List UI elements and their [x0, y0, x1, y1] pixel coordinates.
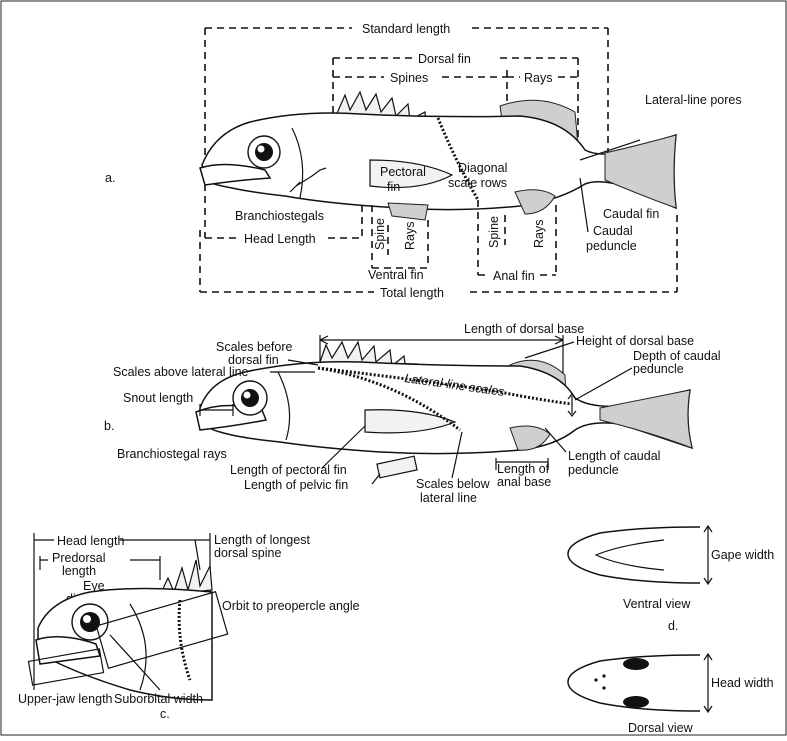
dorsal-view-right-eye: [623, 696, 649, 708]
spines-label: Spines: [390, 71, 428, 85]
caudal-peduncle-pointer: [580, 178, 588, 232]
length-pelvic-label: Length of pelvic fin: [244, 478, 348, 492]
total-length-label: Total length: [380, 286, 444, 300]
length-dorsal-base-label: Length of dorsal base: [464, 322, 584, 336]
standard-length-label: Standard length: [362, 22, 450, 36]
c-head-length-label: Head length: [57, 534, 124, 548]
longest-spine-label-1: Length of longest: [214, 533, 310, 547]
gape-width-label: Gape width: [711, 548, 774, 562]
ventral-view-label: Ventral view: [623, 597, 691, 611]
panel-a-letter: a.: [105, 171, 115, 185]
head-width-label: Head width: [711, 676, 774, 690]
fish-c-eye-highlight: [83, 615, 91, 623]
panel-c: Head length Predorsal length Eye diamete…: [18, 533, 360, 721]
diagonal-label-1: Diagonal: [458, 161, 507, 175]
length-caudal-label-2: peduncle: [568, 463, 619, 477]
pelvic-fin-outline: [377, 456, 417, 478]
ventral-view-head: [568, 527, 700, 583]
caudal-fin-label: Caudal fin: [603, 207, 659, 221]
dorsal-view-left-eye: [623, 658, 649, 670]
longest-spine-label-2: dorsal spine: [214, 546, 281, 560]
dorsal-fin-label: Dorsal fin: [418, 52, 471, 66]
lateral-line-pores-label: Lateral-line pores: [645, 93, 742, 107]
fish-a-pupil: [255, 143, 273, 161]
dorsal-view-nostril: [602, 674, 605, 677]
panel-c-letter: c.: [160, 707, 170, 721]
length-pectoral-label: Length of pectoral fin: [230, 463, 347, 477]
fish-c-drawing: [28, 560, 227, 700]
depth-caudal-label-1: Depth of caudal: [633, 349, 721, 363]
dorsal-view-label: Dorsal view: [628, 721, 694, 735]
panel-a: Standard length Dorsal fin Spines Rays: [105, 22, 742, 300]
branchiostegals-label: Branchiostegals: [235, 209, 324, 223]
ventral-rays-label: Rays: [403, 222, 417, 250]
pectoral-fin-label-1: Pectoral: [380, 165, 426, 179]
fish-a-caudal-fin: [605, 135, 676, 208]
fish-a-drawing: [200, 92, 676, 220]
dorsal-view-nostril: [594, 678, 597, 681]
head-length-label: Head Length: [244, 232, 316, 246]
pectoral-fin-label-2: fin: [387, 180, 400, 194]
panel-d: Gape width Ventral view d. Head width Do…: [568, 526, 774, 735]
caudal-peduncle-label-1: Caudal: [593, 224, 633, 238]
scales-above-label: Scales above lateral line: [113, 365, 249, 379]
fish-a-eye-highlight: [258, 146, 265, 153]
length-anal-label-2: anal base: [497, 475, 551, 489]
depth-caudal-label-2: peduncle: [633, 362, 684, 376]
diagonal-label-2: scale rows: [448, 176, 507, 190]
fish-a-anal-fin: [515, 190, 555, 214]
depth-caudal-pointer: [575, 368, 632, 400]
upper-jaw-label: Upper-jaw length: [18, 692, 113, 706]
suborbital-label: Suborbital width: [114, 692, 203, 706]
fish-b-caudal-fin: [600, 390, 692, 448]
scales-below-label-2: lateral line: [420, 491, 477, 505]
fish-b-eye-highlight: [244, 392, 251, 399]
caudal-peduncle-label-2: peduncle: [586, 239, 637, 253]
height-dorsal-base-pointer: [525, 342, 574, 358]
panel-b-letter: b.: [104, 419, 114, 433]
ventral-spine-label: Spine: [373, 218, 387, 250]
anal-rays-label: Rays: [532, 220, 546, 248]
panel-d-letter: d.: [668, 619, 678, 633]
predorsal-label-2: length: [62, 564, 96, 578]
snout-length-label: Snout length: [123, 391, 193, 405]
predorsal-label-1: Predorsal: [52, 551, 106, 565]
anal-fin-label: Anal fin: [493, 269, 535, 283]
length-caudal-label-1: Length of caudal: [568, 449, 660, 463]
scales-below-label-1: Scales below: [416, 477, 491, 491]
height-dorsal-base-label: Height of dorsal base: [576, 334, 694, 348]
dorsal-view-nostril: [602, 686, 605, 689]
length-anal-label-1: Length of: [497, 462, 550, 476]
length-pelvic-pointer: [372, 474, 380, 484]
branchiostegal-rays-label: Branchiostegal rays: [117, 447, 227, 461]
ventral-fin-label: Ventral fin: [368, 268, 424, 282]
anal-spine-label: Spine: [487, 216, 501, 248]
orbit-angle-label: Orbit to preopercle angle: [222, 599, 360, 613]
fish-b-pupil: [241, 389, 259, 407]
panel-b: Length of dorsal base Height of dorsal b…: [104, 322, 721, 505]
scales-before-label-1: Scales before: [216, 340, 292, 354]
rays-label: Rays: [524, 71, 552, 85]
fish-a-pelvic-fin: [388, 203, 428, 220]
